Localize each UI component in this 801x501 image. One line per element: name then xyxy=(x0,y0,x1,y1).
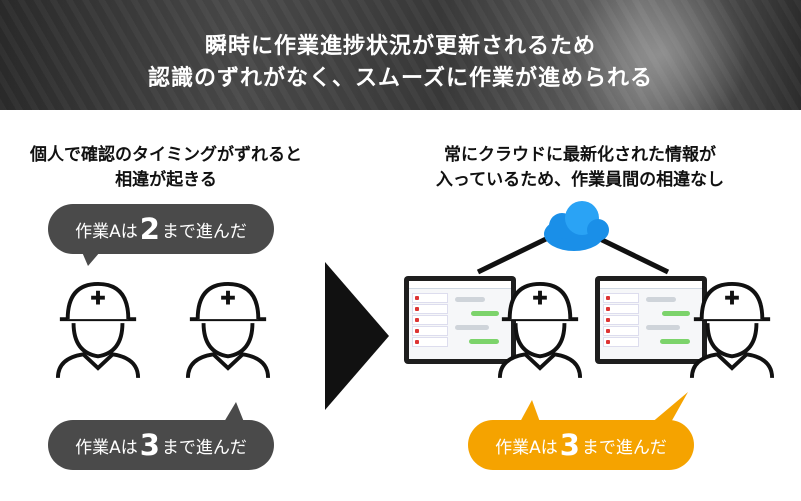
bubble-suffix: まで進んだ xyxy=(581,437,667,458)
bubble-number: 3 xyxy=(559,427,580,462)
banner-texture xyxy=(0,0,801,110)
bubble-tail-top-left xyxy=(82,252,100,266)
hardhat-worker-icon xyxy=(496,272,584,380)
bubble-tail-right-1 xyxy=(520,400,540,422)
cloud-link-right xyxy=(596,235,670,275)
bubble-suffix: まで進んだ xyxy=(161,221,247,242)
bubble-number: 2 xyxy=(139,211,160,246)
bubble-prefix: 作業Aは xyxy=(75,437,138,458)
cloud-link-left xyxy=(476,235,550,275)
bubble-number: 3 xyxy=(139,427,160,462)
banner-highlight xyxy=(560,0,760,110)
header-banner: 瞬時に作業進捗状況が更新されるため 認識のずれがなく、スムーズに作業が進められる xyxy=(0,0,801,110)
hardhat-worker-icon xyxy=(688,272,776,380)
bubble-suffix: まで進んだ xyxy=(161,437,247,458)
left-caption-line-1: 個人で確認のタイミングがずれると xyxy=(30,145,302,165)
bubble-tail-bottom-left xyxy=(224,402,244,422)
right-caption-line-1: 常にクラウドに最新化された情報が xyxy=(444,145,716,165)
bubble-tail-right-2 xyxy=(650,392,688,424)
hardhat-worker-icon xyxy=(54,272,142,380)
arrow-right-icon xyxy=(325,262,389,410)
bubble-prefix: 作業Aは xyxy=(75,221,138,242)
tablet-icon xyxy=(595,276,707,364)
right-caption-line-2: 入っているため、作業員間の相違なし xyxy=(435,170,725,190)
banner-line-1: 瞬時に作業進捗状況が更新されるため xyxy=(204,34,596,59)
hardhat-worker-icon xyxy=(184,272,272,380)
speech-bubble-right: 作業Aは 3 まで進んだ xyxy=(468,420,694,470)
left-caption-line-2: 相違が起きる xyxy=(115,170,217,190)
cloud-icon xyxy=(544,201,609,251)
banner-line-2: 認識のずれがなく、スムーズに作業が進められる xyxy=(148,66,653,91)
left-caption: 個人で確認のタイミングがずれると 相違が起きる xyxy=(10,143,322,193)
speech-bubble-bottom-left: 作業Aは 3 まで進んだ xyxy=(48,420,274,470)
tablet-icon xyxy=(404,276,516,364)
speech-bubble-top-left: 作業Aは 2 まで進んだ xyxy=(48,204,274,254)
right-caption: 常にクラウドに最新化された情報が 入っているため、作業員間の相違なし xyxy=(410,143,750,193)
bubble-prefix: 作業Aは xyxy=(495,437,558,458)
